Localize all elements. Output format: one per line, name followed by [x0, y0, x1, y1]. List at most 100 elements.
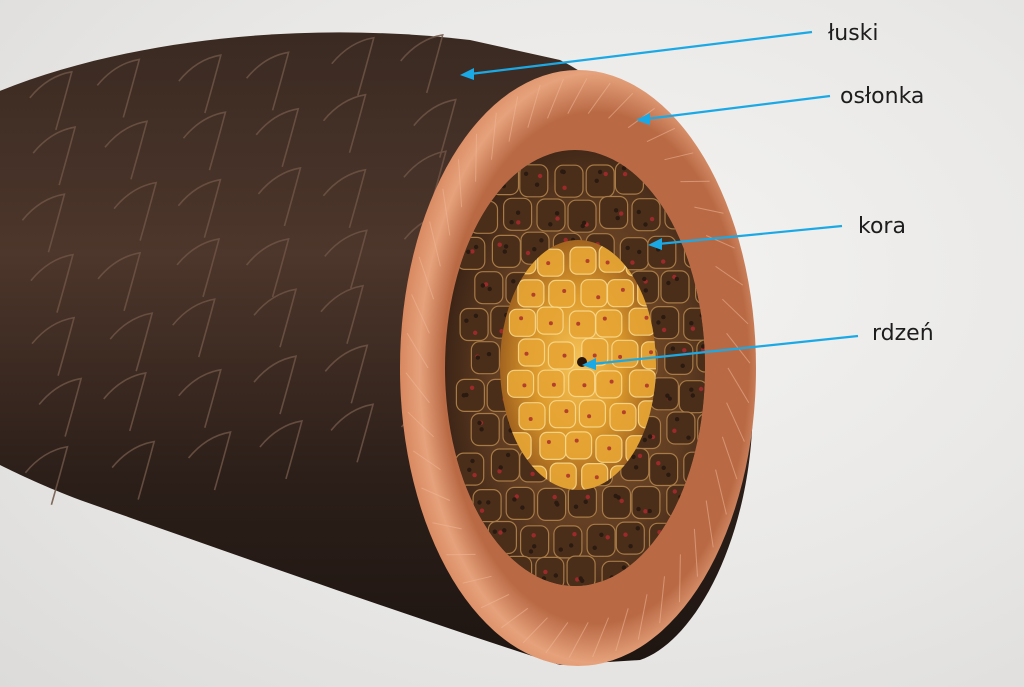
cuticle-scale: [96, 58, 141, 118]
cortex-pigment: [467, 467, 472, 472]
cuticle-scale: [30, 253, 75, 313]
medulla-cell: [536, 306, 564, 335]
cortex-cell: [664, 341, 694, 375]
medulla-pigment: [546, 261, 551, 266]
cortex-pigment: [686, 435, 691, 440]
medulla-pigment: [618, 354, 623, 359]
callout-rdzen: rdzeń: [582, 321, 934, 370]
cortex-pigment: [466, 249, 471, 254]
cortex-pigment: [701, 347, 705, 352]
cortex-pigment: [666, 280, 671, 286]
cortex-pigment: [637, 453, 643, 459]
medulla-cell: [518, 402, 546, 431]
cortex-pigment: [562, 185, 567, 190]
cortex-pigment: [622, 171, 628, 177]
cortex-pigment: [473, 313, 479, 318]
ring-fiber: [429, 221, 441, 267]
cortex-pigment: [603, 171, 608, 177]
ring-fiber: [442, 188, 451, 236]
ring-fiber: [432, 522, 462, 530]
cuticle-scale: [32, 126, 77, 186]
ring-fiber: [664, 152, 694, 161]
medulla-pigment: [587, 414, 592, 419]
cortex-cell: [553, 525, 583, 559]
cortex-cell: [650, 306, 680, 340]
cortex-pigment: [512, 497, 517, 502]
medulla-pigment: [548, 321, 553, 326]
medulla-cell: [537, 369, 565, 398]
cuticle-scale: [178, 368, 222, 428]
medulla-cell: [581, 463, 609, 490]
medulla-pigment: [524, 351, 529, 356]
ring-fiber: [567, 78, 588, 114]
cuticle-scale: [330, 403, 375, 463]
cortex-cell: [554, 164, 584, 198]
medulla-pigment: [531, 292, 536, 297]
medulla-cell: [569, 246, 597, 275]
cuticle-scale: [245, 237, 290, 298]
cortex-pigment: [631, 454, 636, 459]
cortex-pigment: [661, 465, 666, 470]
cortex-pigment: [525, 250, 531, 256]
ring-fiber: [705, 235, 735, 249]
cortex-pigment: [503, 244, 509, 249]
ring-fiber: [693, 528, 698, 577]
label-rdzen: rdzeń: [872, 321, 934, 346]
cuticle-scale: [177, 178, 222, 238]
cortex-pigment: [461, 393, 466, 398]
cortex-cell: [660, 270, 690, 304]
medulla-cell: [568, 368, 596, 398]
ring-fiber: [475, 133, 477, 182]
ring-fiber: [705, 500, 714, 548]
cuticle-scale: [253, 288, 298, 348]
cortex-pigment: [613, 208, 619, 213]
cortex-pigment: [511, 279, 516, 284]
cortex-pigment: [674, 276, 680, 282]
cortex-pigment: [619, 498, 624, 504]
cortex-pigment: [548, 222, 553, 227]
cortex-pigment: [479, 427, 484, 432]
cortex-pigment: [592, 545, 597, 550]
cuticle-scale: [259, 419, 304, 480]
medulla-pigment: [582, 383, 587, 388]
cortex-pigment: [656, 320, 661, 325]
cortex-pigment: [647, 434, 653, 439]
medulla-pigment: [602, 316, 607, 321]
medulla-pigment: [620, 287, 625, 292]
cortex-pigment: [480, 283, 485, 288]
cuticle-scale: [331, 36, 375, 96]
cortex-pigment: [475, 355, 480, 360]
cuticle-scale: [21, 193, 66, 253]
cortex-pigment: [682, 348, 687, 353]
cuticle-scale: [245, 51, 290, 111]
cuticle-scale: [182, 111, 227, 171]
cortex-pigment: [505, 452, 511, 458]
cortex-pigment: [502, 249, 507, 254]
medulla-pigment: [594, 475, 599, 480]
medulla-pigment: [576, 321, 581, 326]
cortex-pigment: [636, 506, 641, 512]
medulla-pigment: [607, 446, 612, 451]
ring-fiber: [462, 575, 492, 584]
cortex-pigment: [637, 249, 642, 255]
ring-fiber: [587, 82, 611, 114]
cortex-pigment: [621, 166, 627, 171]
cuticle-scale: [111, 440, 156, 500]
medulla-cell: [568, 310, 597, 339]
medulla-cell: [537, 248, 565, 277]
cortex-pigment: [569, 543, 574, 548]
ring-fiber: [545, 622, 569, 654]
cuticle-scale: [400, 33, 444, 94]
cuticle-scale: [97, 251, 142, 312]
cortex-pigment: [615, 215, 620, 221]
cortex-pigment: [498, 465, 503, 470]
label-kora: kora: [858, 214, 906, 239]
cortex-pigment: [563, 237, 568, 243]
medulla-cell: [611, 339, 639, 368]
medulla-pigment: [562, 353, 567, 358]
medulla-pigment: [562, 289, 567, 293]
cortex-pigment: [534, 182, 540, 187]
cortex-pigment: [630, 260, 635, 265]
cuticle-scale: [413, 98, 457, 158]
ring-fibers: [405, 78, 751, 658]
